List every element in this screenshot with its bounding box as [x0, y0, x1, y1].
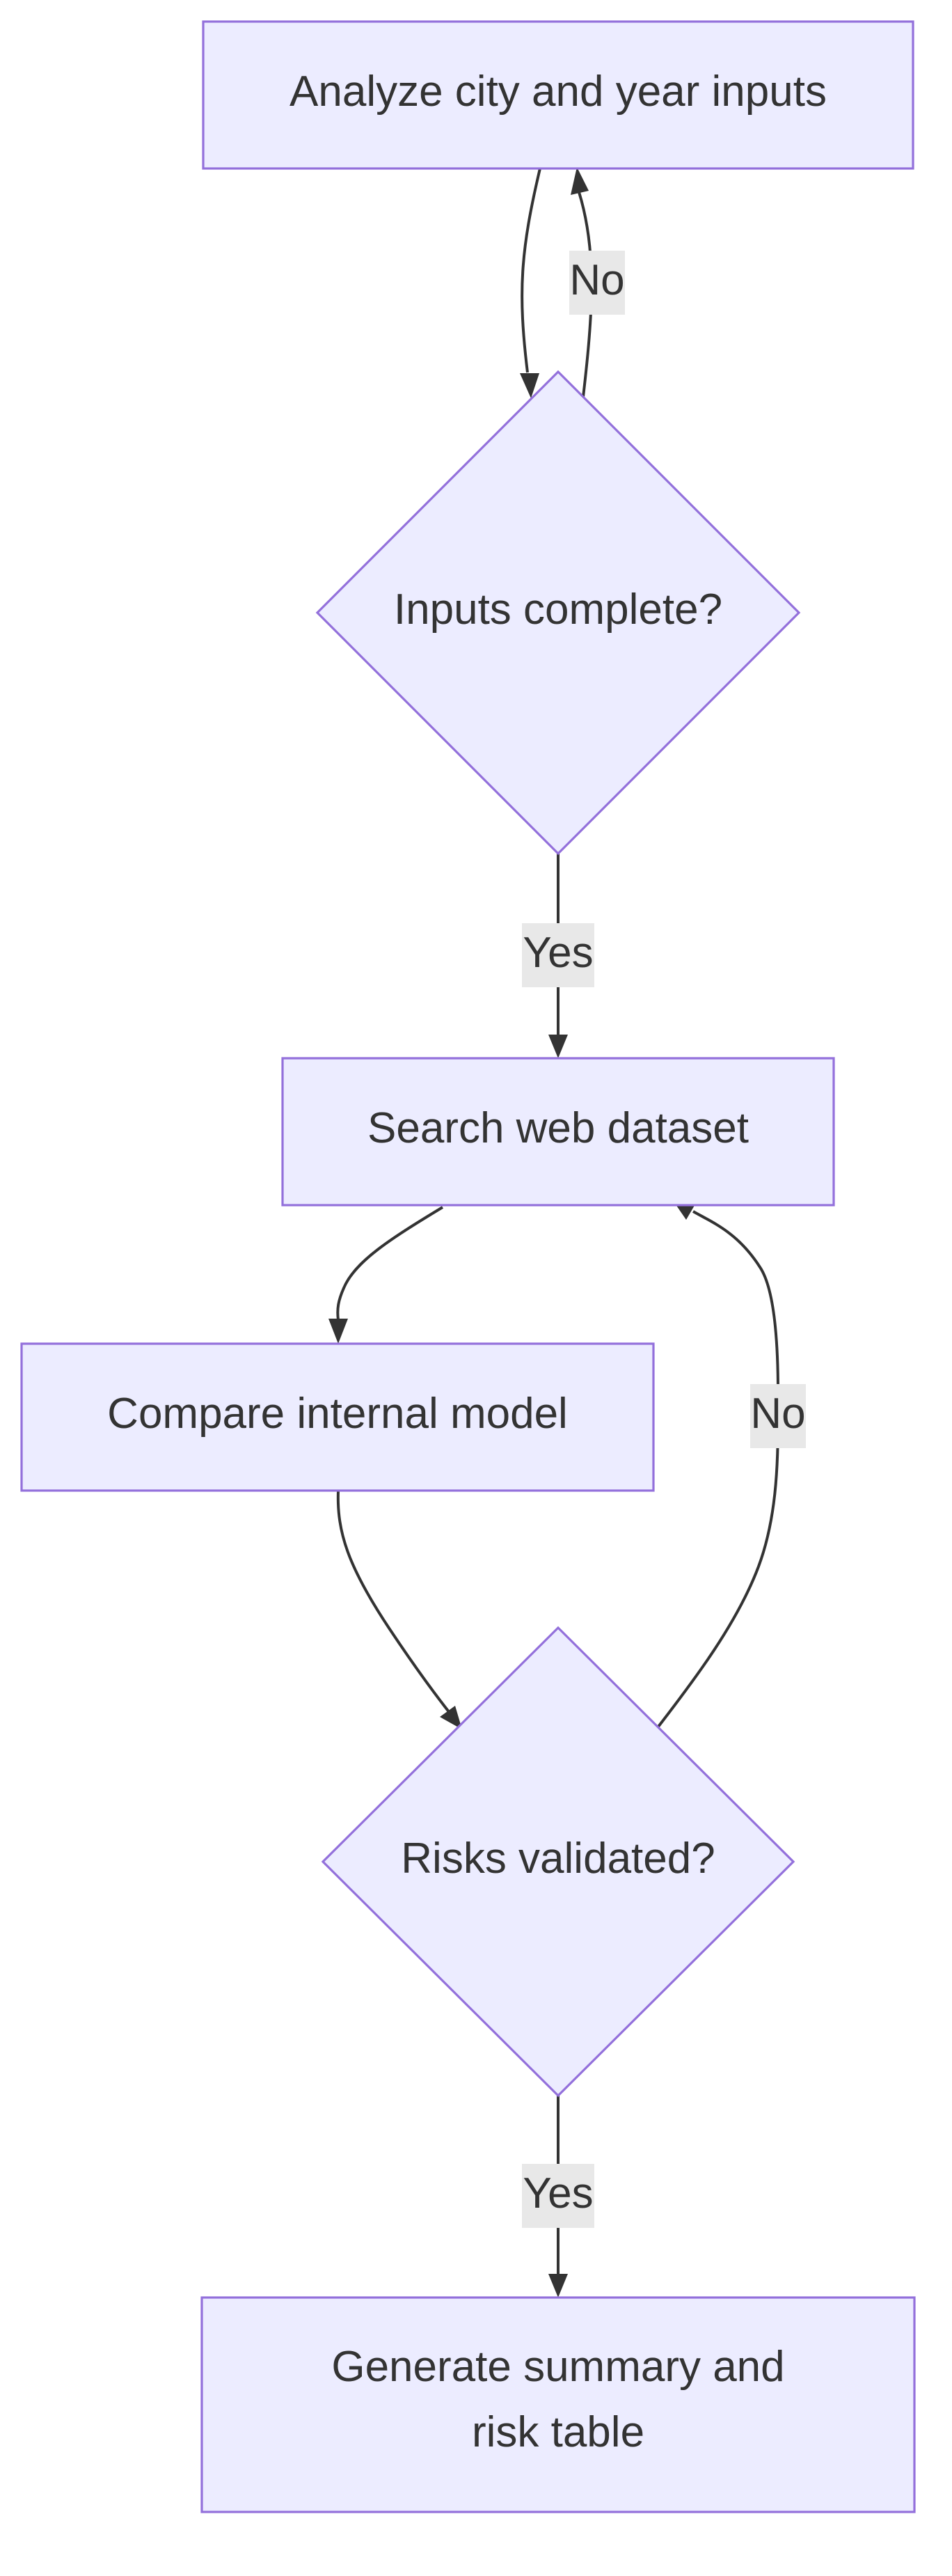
edge-inputs-complete-to-analyze: No: [569, 167, 625, 398]
edge-label-yes: Yes: [523, 929, 593, 977]
node-diamond: [321, 1626, 795, 2098]
edge-search-to-compare: [328, 1206, 444, 1344]
arrow-head-icon: [548, 2274, 568, 2298]
node-box: [200, 2296, 916, 2513]
node-label: Inputs complete?: [394, 586, 722, 634]
arrow-head-icon: [520, 373, 539, 398]
arrow-head-icon: [328, 1319, 348, 1344]
node-compare[interactable]: Compare internal model: [20, 1342, 655, 1492]
node-risks-validated[interactable]: Risks validated?: [321, 1626, 795, 2098]
edge-line: [336, 1491, 451, 1714]
node-box: [281, 1057, 835, 1207]
edge-label-background: [750, 1384, 806, 1448]
arrow-head-icon: [571, 167, 589, 195]
arrow-head-icon: [440, 1706, 462, 1729]
node-label: Compare internal model: [107, 1390, 568, 1438]
arrow-head-icon: [548, 1035, 568, 1058]
edge-label-background: [522, 2164, 594, 2228]
edge-risks-validated-to-generate: Yes: [522, 2096, 594, 2298]
edge-inputs-complete-to-search: Yes: [522, 854, 594, 1058]
node-label-line-2: risk table: [472, 2408, 644, 2456]
node-generate[interactable]: Generate summary and risk table: [200, 2296, 916, 2513]
edge-label-yes: Yes: [523, 2169, 593, 2217]
edge-label-background: [569, 251, 625, 315]
edge-line: [521, 168, 541, 373]
edge-line: [657, 1210, 780, 1728]
node-box: [20, 1342, 655, 1492]
node-diamond: [315, 370, 801, 856]
node-label-line-1: Generate summary and: [331, 2343, 784, 2391]
edges: No Yes No Y: [328, 167, 806, 2298]
edge-line: [336, 1206, 444, 1321]
node-label: Risks validated?: [401, 1835, 715, 1883]
node-label: Search web dataset: [367, 1104, 749, 1152]
edge-risks-validated-to-search: No: [657, 1197, 806, 1728]
edge-label-background: [522, 923, 594, 987]
edge-compare-to-risks-validated: [336, 1491, 462, 1729]
node-box: [202, 20, 914, 170]
nodes: Analyze city and year inputs Inputs comp…: [20, 20, 916, 2513]
edge-label-no: No: [569, 256, 624, 304]
node-analyze[interactable]: Analyze city and year inputs: [202, 20, 914, 170]
node-label: Analyze city and year inputs: [289, 68, 827, 116]
node-inputs-complete[interactable]: Inputs complete?: [315, 370, 801, 856]
edge-analyze-to-inputs-complete: [520, 168, 541, 398]
node-search[interactable]: Search web dataset: [281, 1057, 835, 1207]
edge-label-no: No: [750, 1390, 805, 1438]
